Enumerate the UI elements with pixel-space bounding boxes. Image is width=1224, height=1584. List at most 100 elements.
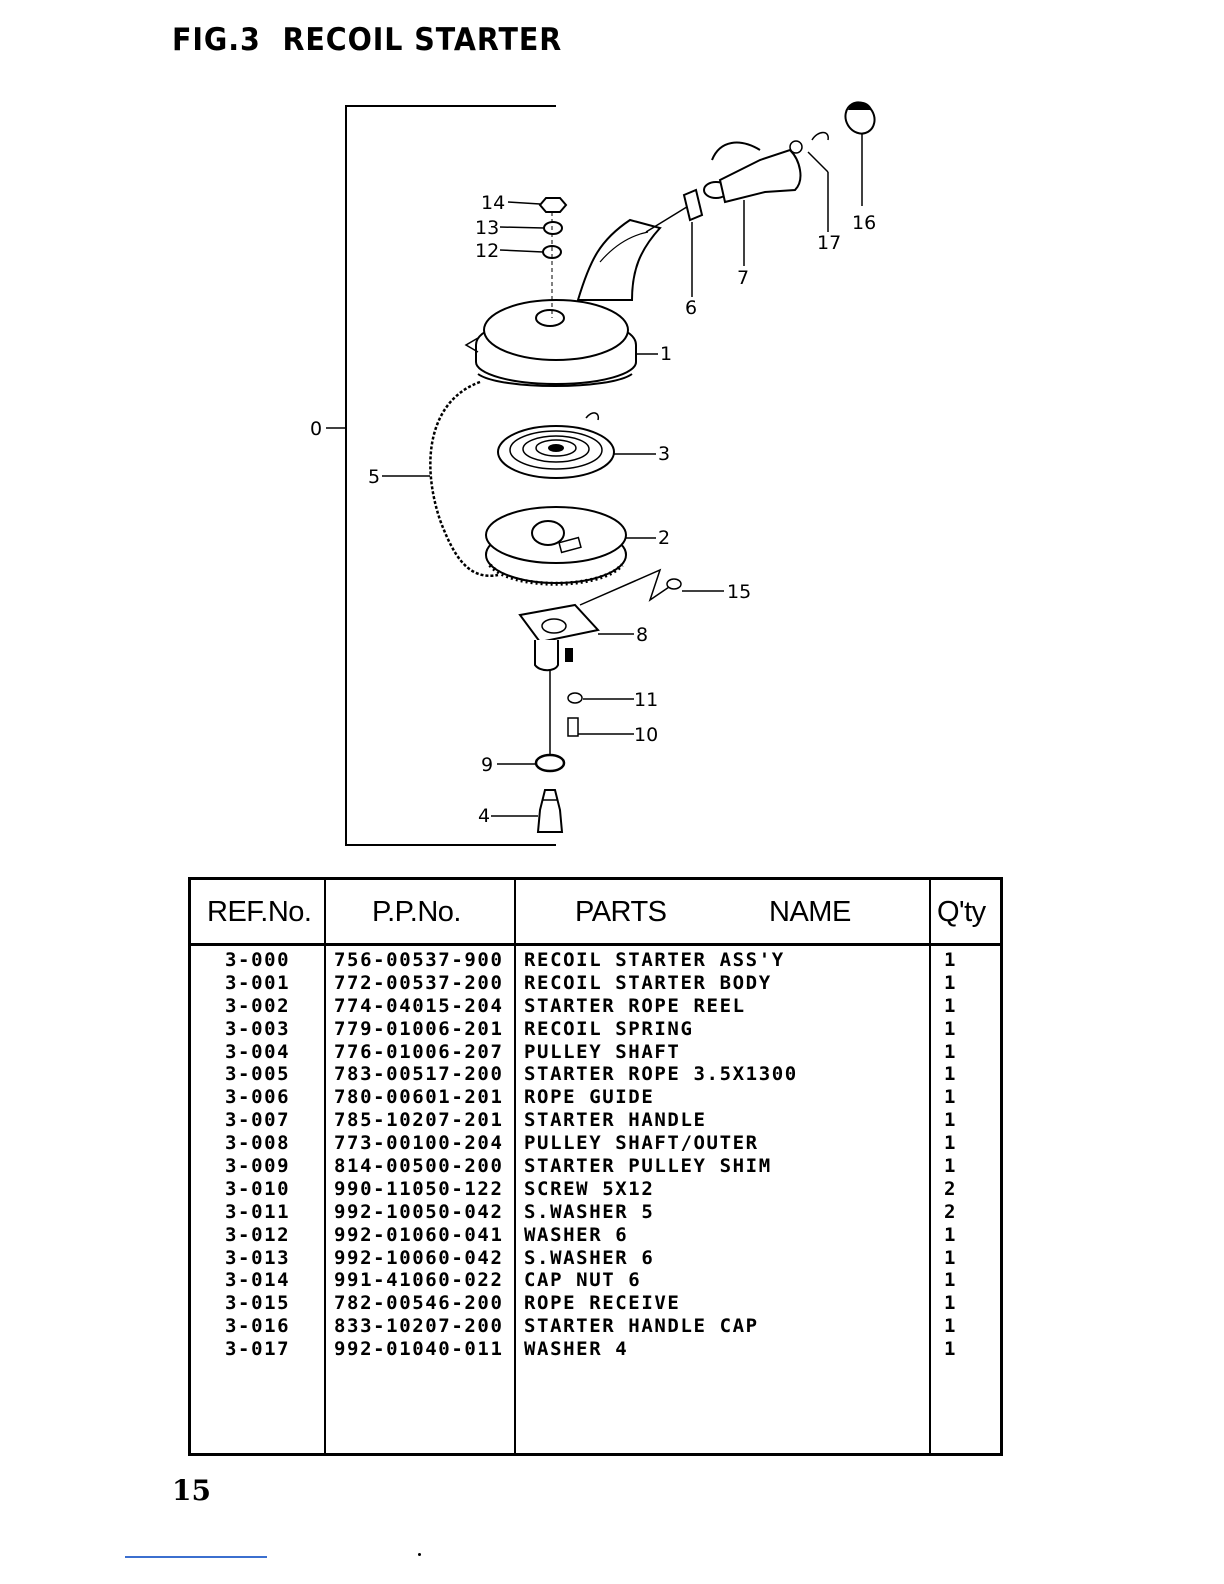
pp-cell: 774-04015-204 [334,994,504,1017]
pp-cell: 992-01060-041 [334,1223,504,1246]
qty-cell: 1 [944,1223,958,1246]
name-cell: RECOIL STARTER BODY [524,971,772,994]
qty-cell: 1 [944,1338,958,1361]
name-cell: STARTER HANDLE [524,1109,707,1132]
name-cell: S.WASHER 6 [524,1246,655,1269]
name-cell: WASHER 4 [524,1338,629,1361]
ref-cell: 3-000 [225,949,291,971]
qty-cell: 1 [944,1063,958,1086]
callout-9: 9 [481,754,493,776]
starter-body-part [464,218,662,387]
exploded-parts-diagram: 0 1 2 3 4 5 6 7 8 9 10 11 12 13 14 15 16… [290,95,910,855]
ref-cell: 3-014 [225,1269,291,1292]
ref-cell: 3-011 [225,1200,291,1223]
pp-cell: 773-00100-204 [334,1132,504,1155]
column-divider [324,880,326,1453]
qty-cell: 1 [944,1086,958,1109]
ref-cell: 3-004 [225,1040,291,1063]
ref-cell: 3-007 [225,1109,291,1132]
ref-cell: 3-008 [225,1132,291,1155]
ref-cell: 3-013 [225,1246,291,1269]
qty-cell: 1 [944,1132,958,1155]
header-parts: PARTS [575,896,667,928]
qty-cell: 1 [944,1155,958,1178]
callout-8: 8 [636,624,648,646]
callout-15: 15 [727,581,751,603]
name-cell: STARTER ROPE 3.5X1300 [524,1063,798,1086]
name-cell: STARTER HANDLE CAP [524,1315,759,1338]
callout-16: 16 [852,212,876,234]
pp-cell: 772-00537-200 [334,971,504,994]
pp-cell: 782-00546-200 [334,1292,504,1315]
name-cell: CAP NUT 6 [524,1269,642,1292]
qty-cell: 1 [944,1017,958,1040]
pp-cell: 833-10207-200 [334,1315,504,1338]
name-cell: ROPE RECEIVE [524,1292,681,1315]
table-row: 3-004 776-01006-207 PULLEY SHAFT 1 [191,1041,1000,1064]
header-name: NAME [769,896,851,928]
ref-cell: 3-015 [225,1292,291,1315]
column-divider [929,880,931,1453]
ref-cell: 3-010 [225,1177,291,1200]
qty-cell: 2 [944,1200,958,1223]
name-cell: PULLEY SHAFT [524,1040,681,1063]
qty-cell: 1 [944,1040,958,1063]
ref-cell: 3-006 [225,1086,291,1109]
qty-cell: 1 [944,949,958,971]
name-cell: SCREW 5X12 [524,1177,655,1200]
table-header-row: REF.No. P.P.No. PARTS NAME Q'ty [191,880,1000,946]
ref-cell: 3-016 [225,1315,291,1338]
callout-4: 4 [478,805,490,827]
pulley-shaft-outer-part [518,603,600,672]
table-row: 3-006 780-00601-201 ROPE GUIDE 1 [191,1086,1000,1109]
pp-cell: 814-00500-200 [334,1155,504,1178]
ref-cell: 3-005 [225,1063,291,1086]
callout-2: 2 [658,527,670,549]
figure-title: FIG.3 RECOIL STARTER [172,22,563,58]
pp-cell: 776-01006-207 [334,1040,504,1063]
callout-0: 0 [310,418,322,440]
qty-cell: 1 [944,1315,958,1338]
pp-cell: 991-41060-022 [334,1269,504,1292]
callout-14: 14 [481,192,505,214]
callout-7: 7 [737,267,749,289]
callout-5: 5 [368,466,380,488]
pp-cell: 783-00517-200 [334,1063,504,1086]
name-cell: WASHER 6 [524,1223,629,1246]
callout-12: 12 [475,240,499,262]
callout-13: 13 [475,217,499,239]
name-cell: S.WASHER 5 [524,1200,655,1223]
callout-17: 17 [817,232,841,254]
header-ref-no: REF.No. [207,896,312,928]
starter-handle-part [703,141,802,204]
qty-cell: 1 [944,971,958,994]
pp-cell: 779-01006-201 [334,1017,504,1040]
name-cell: ROPE GUIDE [524,1086,655,1109]
ref-cell: 3-001 [225,971,291,994]
callout-10: 10 [634,724,658,746]
header-pp-no: P.P.No. [372,896,461,928]
ref-cell: 3-002 [225,994,291,1017]
qty-cell: 1 [944,1246,958,1269]
name-cell: RECOIL STARTER ASS'Y [524,949,785,971]
callout-3: 3 [658,443,670,465]
header-qty: Q'ty [937,896,986,928]
callout-1: 1 [660,343,672,365]
pp-cell: 780-00601-201 [334,1086,504,1109]
footer-dot [418,1553,421,1556]
pp-cell: 990-11050-122 [334,1177,504,1200]
recoil-spring-part [497,412,615,479]
